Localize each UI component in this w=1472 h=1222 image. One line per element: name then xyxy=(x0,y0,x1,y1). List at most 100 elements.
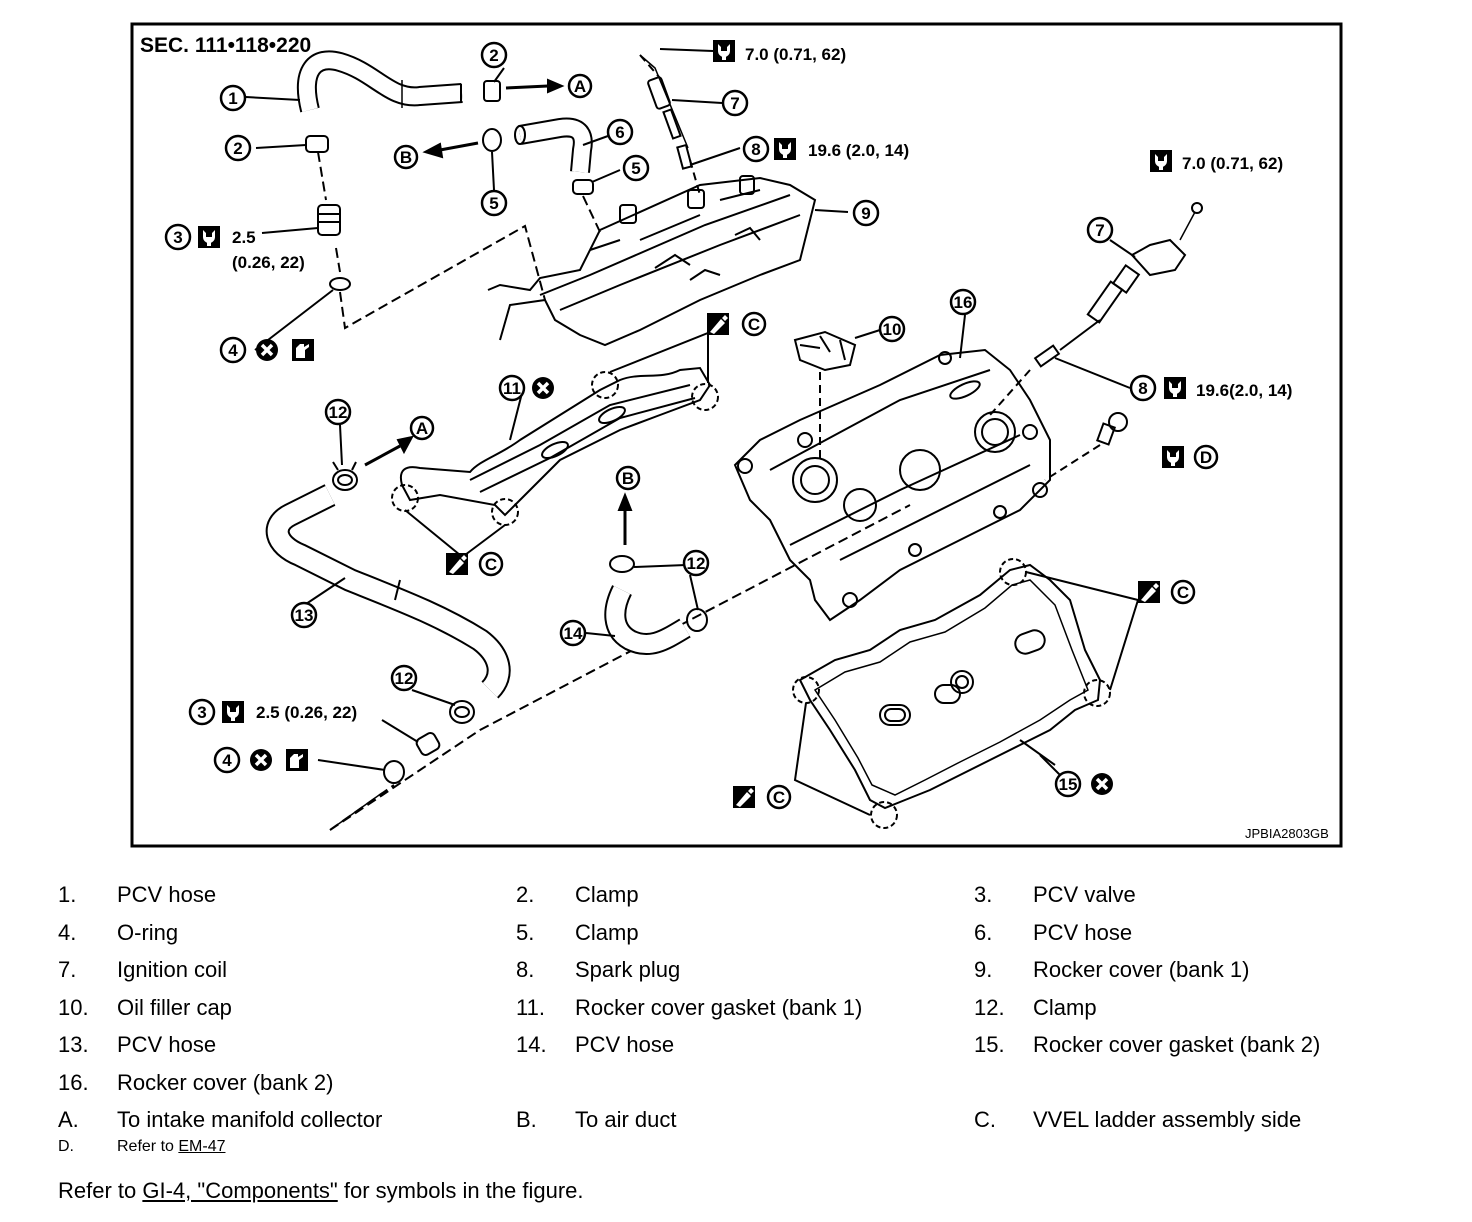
callout-8a: 8 xyxy=(751,140,760,159)
callout-2b: 2 xyxy=(233,139,242,158)
clamp-12-lower xyxy=(449,700,475,724)
callout-3b: 3 xyxy=(197,703,206,722)
spark-plug-bank1 xyxy=(676,143,693,170)
legend-item: 10. Oil filler cap xyxy=(58,989,516,1027)
o-ring-lower xyxy=(383,760,405,784)
legend-item: 6.PCV hose xyxy=(974,914,1432,952)
torque-wrench-icon xyxy=(1162,446,1184,468)
legend-item: 15. Rocker cover gasket (bank 2) xyxy=(974,1026,1432,1064)
symbols-reference: Refer to GI-4, "Components" for symbols … xyxy=(58,1178,584,1204)
do-not-reuse-icon xyxy=(248,747,274,773)
legend-item: B. To air duct xyxy=(516,1101,974,1139)
figure-code: JPBIA2803GB xyxy=(1245,826,1329,841)
legend-key xyxy=(516,1064,575,1102)
legend-value: Rocker cover (bank 2) xyxy=(117,1069,334,1095)
callout-C-right: C xyxy=(1177,583,1189,602)
legend-value: To air duct xyxy=(575,1107,677,1132)
callout-12c: 12 xyxy=(395,669,414,688)
legend-value: Oil filler cap xyxy=(117,994,232,1020)
legend-value: Clamp xyxy=(575,919,639,945)
legend-item: 12.Clamp xyxy=(974,989,1432,1027)
pcv-valve-lower xyxy=(415,732,441,756)
clamp-12-b xyxy=(609,555,635,573)
callout-5a: 5 xyxy=(631,159,640,178)
legend-item: 2.Clamp xyxy=(516,876,974,914)
legend-value: Ignition coil xyxy=(117,957,228,982)
legend-key: C. xyxy=(974,1107,996,1132)
apply-oil-icon xyxy=(292,339,314,361)
oil-filler-cap xyxy=(793,330,857,372)
callout-12b: 12 xyxy=(687,554,706,573)
legend-value: O-ring xyxy=(117,919,179,945)
legend-key: 5. xyxy=(516,919,535,945)
apply-sealant-icon xyxy=(446,553,468,575)
exploded-view-diagram: SEC. 111•118•220 JPBIA2803GB xyxy=(130,22,1343,848)
callout-11: 11 xyxy=(503,379,521,398)
callout-10: 10 xyxy=(883,320,902,339)
rocker-cover-bank1 xyxy=(487,176,817,347)
legend-item: 11. Rocker cover gasket (bank 1) xyxy=(516,989,974,1027)
o-ring-upper xyxy=(329,277,351,291)
torque-wrench-icon xyxy=(222,701,244,723)
em-47-link[interactable]: EM-47 xyxy=(178,1138,226,1155)
legend-key: D. xyxy=(58,1138,74,1155)
legend-key: B. xyxy=(516,1107,537,1132)
callout-3a: 3 xyxy=(173,228,182,247)
legend-key: 9. xyxy=(974,957,993,982)
legend-value: VVEL ladder assembly side xyxy=(1033,1107,1302,1132)
footer-suffix: for symbols in the figure. xyxy=(337,1178,584,1203)
callout-A-mid: A xyxy=(416,419,428,438)
callout-7a: 7 xyxy=(730,94,739,113)
ignition-coil-bank1 xyxy=(647,76,671,110)
section-label: SEC. 111•118•220 xyxy=(140,34,311,57)
callout-7b: 7 xyxy=(1095,221,1104,240)
legend-key: 10. xyxy=(58,994,89,1020)
legend-value: Spark plug xyxy=(575,957,681,982)
legend-item: C. VVEL ladder assembly side xyxy=(974,1101,1432,1139)
pcv-valve-upper xyxy=(317,204,341,236)
torque-wrench-icon xyxy=(1150,150,1172,172)
legend-value: Rocker cover gasket (bank 1) xyxy=(575,994,863,1020)
legend-item: 4.O-ring xyxy=(58,914,516,952)
legend-key: 3. xyxy=(974,882,993,907)
apply-oil-icon xyxy=(286,749,308,771)
clamp-12-c xyxy=(686,608,708,632)
legend-row: 10. Oil filler cap 11. Rocker cover gasket … xyxy=(58,989,1438,1027)
do-not-reuse-icon xyxy=(530,375,556,401)
footer-prefix: Refer to xyxy=(58,1178,143,1203)
legend-key: 6. xyxy=(974,919,993,945)
legend-key: 15. xyxy=(974,1032,1005,1057)
legend-value: PCV valve xyxy=(1033,882,1136,907)
callout-13: 13 xyxy=(295,606,314,625)
legend-key: 8. xyxy=(516,957,535,982)
torque-pcv-valve-upper-a: 2.5 xyxy=(232,228,256,247)
rocker-cover-gasket-bank1 xyxy=(400,366,712,517)
callout-6: 6 xyxy=(615,123,624,142)
legend-key: 16. xyxy=(58,1069,89,1095)
legend-item: 14.PCV hose xyxy=(516,1026,974,1064)
callout-14: 14 xyxy=(564,624,583,643)
legend-item-d: D. Refer to EM-47 xyxy=(58,1138,516,1176)
legend-key: 13. xyxy=(58,1032,89,1057)
callout-B-mid: B xyxy=(622,469,634,488)
legend-value: Clamp xyxy=(1033,994,1097,1020)
gi-4-components-link[interactable]: GI-4, "Components" xyxy=(142,1178,338,1203)
legend-key: A. xyxy=(58,1107,79,1132)
legend-item: 3. PCV valve xyxy=(974,876,1432,914)
callout-C-mid: C xyxy=(485,555,497,574)
legend-item: 13.PCV hose xyxy=(58,1026,516,1064)
do-not-reuse-icon xyxy=(254,337,280,363)
rocker-cover-gasket-bank2 xyxy=(798,563,1102,810)
callout-D: D xyxy=(1200,448,1212,467)
callout-2a: 2 xyxy=(489,46,498,65)
torque-coil-bolt-bank1: 7.0 (0.71, 62) xyxy=(745,45,846,64)
torque-coil-bolt-bank2: 7.0 (0.71, 62) xyxy=(1182,154,1283,173)
legend-value: Rocker cover gasket (bank 2) xyxy=(1033,1032,1321,1057)
clamp-12-upper xyxy=(332,469,358,491)
legend-key: 11. xyxy=(516,994,545,1020)
ignition-coil-bank2 xyxy=(1130,238,1187,277)
legend-item: 1.PCV hose xyxy=(58,876,516,914)
callout-12a: 12 xyxy=(329,403,348,422)
